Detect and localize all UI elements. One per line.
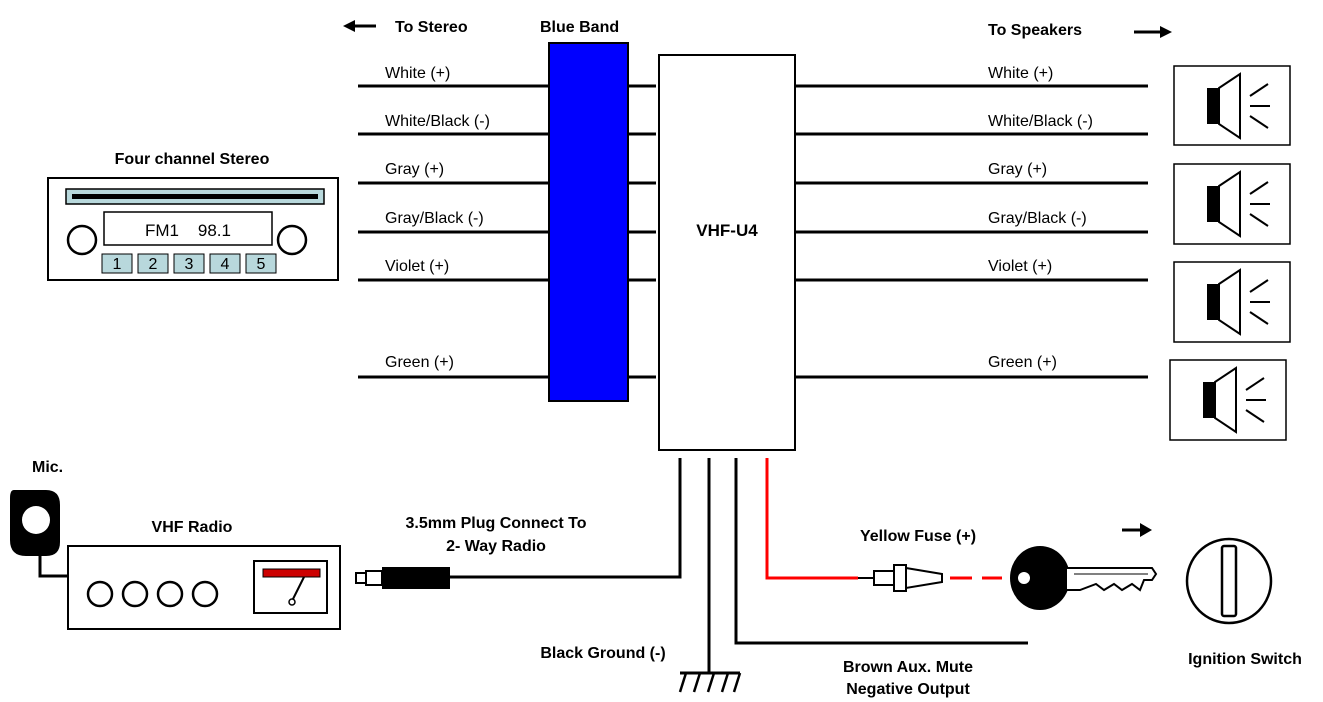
plug-label-line1: 3.5mm Plug Connect To	[405, 515, 586, 532]
wire-right-label: Violet (+)	[988, 258, 1052, 275]
speaker-4	[1169, 359, 1287, 441]
blue-band-label: Blue Band	[540, 19, 619, 36]
wire-left-label: Gray/Black (-)	[385, 210, 484, 227]
ignition-label: Ignition Switch	[1188, 651, 1302, 668]
ignition-switch-icon	[1185, 537, 1273, 625]
left-wire-labels: White (+) White/Black (-) Gray (+) Gray/…	[385, 65, 490, 371]
wire-right-label: Gray (+)	[988, 161, 1047, 178]
signal-meter-icon	[253, 560, 328, 614]
blue-band	[548, 42, 629, 402]
speaker-icon	[1203, 366, 1266, 434]
microphone-icon	[10, 490, 68, 578]
module-label: VHF-U4	[696, 221, 758, 240]
vhf-radio-label: VHF Radio	[152, 519, 233, 536]
plug-wire	[450, 458, 682, 579]
vhf-radio-unit	[67, 545, 341, 630]
key-icon	[1010, 546, 1158, 610]
volume-knob	[66, 224, 98, 256]
speaker-1	[1173, 65, 1291, 146]
stereo-unit: FM1 98.1 1 2 3 4 5	[47, 177, 339, 281]
right-wires	[795, 84, 1148, 379]
right-wire-labels: White (+) White/Black (-) Gray (+) Gray/…	[988, 65, 1093, 371]
preset-buttons: 1 2 3 4 5	[101, 253, 277, 274]
ground-symbol	[678, 671, 742, 693]
mute-wire	[734, 458, 1028, 645]
ground-label: Black Ground (-)	[540, 645, 665, 662]
speaker-icon	[1207, 268, 1270, 336]
preset-button-label: 4	[221, 256, 230, 273]
to-stereo-arrow	[343, 20, 376, 32]
wire-right-label: Green (+)	[988, 354, 1057, 371]
tune-knob	[276, 224, 308, 256]
speaker-2	[1173, 163, 1291, 245]
fuse-icon	[858, 564, 943, 592]
speaker-3	[1173, 261, 1291, 343]
audio-plug-icon	[355, 567, 450, 589]
speaker-icon	[1207, 72, 1270, 140]
wire-left-label: Green (+)	[385, 354, 454, 371]
preset-button-label: 1	[113, 256, 122, 273]
stereo-display	[103, 211, 273, 246]
wire-right-label: Gray/Black (-)	[988, 210, 1087, 227]
left-wires	[358, 84, 656, 379]
stereo-title: Four channel Stereo	[115, 151, 270, 168]
wire-left-label: White/Black (-)	[385, 113, 490, 130]
power-wire	[765, 458, 858, 580]
mic-label: Mic.	[32, 459, 63, 476]
preset-button-label: 2	[149, 256, 158, 273]
to-speakers-label: To Speakers	[988, 22, 1082, 39]
plug-label-line2: 2- Way Radio	[446, 538, 546, 555]
wire-left-label: Gray (+)	[385, 161, 444, 178]
preset-button-label: 5	[257, 256, 266, 273]
display-text: FM1 98.1	[145, 221, 231, 240]
fuse-label: Yellow Fuse (+)	[860, 528, 976, 545]
mute-label-line2: Negative Output	[846, 681, 970, 698]
key-direction-arrow	[1122, 523, 1152, 537]
speaker-icon	[1207, 170, 1270, 238]
wire-right-label: White/Black (-)	[988, 113, 1093, 130]
mute-label-line1: Brown Aux. Mute	[843, 659, 973, 676]
to-stereo-label: To Stereo	[395, 19, 468, 36]
preset-button-label: 3	[185, 256, 194, 273]
wire-right-label: White (+)	[988, 65, 1053, 82]
to-speakers-arrow	[1134, 26, 1172, 38]
wire-left-label: Violet (+)	[385, 258, 449, 275]
wire-left-label: White (+)	[385, 65, 450, 82]
vhf-u4-module	[658, 54, 796, 451]
